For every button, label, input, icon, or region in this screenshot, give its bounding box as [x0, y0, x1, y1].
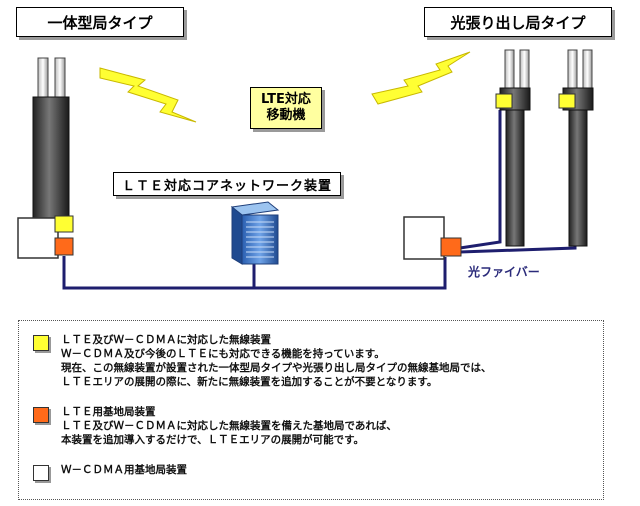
core-network-label: ＬＴＥ対応コアネットワーク装置 [113, 172, 341, 196]
antenna-right-1 [504, 49, 515, 93]
antenna-left-1 [37, 57, 49, 99]
lte-unit-orange-right [440, 237, 462, 257]
network-diagram [17, 49, 594, 290]
legend-line: 本装置を追加導入するだけで、ＬＴＥエリアの展開が可能です。 [61, 434, 365, 446]
pole-right-2-lower [568, 109, 588, 247]
integrated-base-station [17, 57, 74, 259]
legend: ＬＴＥ及びＷ－ＣＤＭＡに対応した無線装置 Ｗ－ＣＤＭＡ及び今後のＬＴＥにも対応で… [18, 320, 604, 500]
cable-lines [62, 256, 447, 290]
pole-left [32, 96, 70, 226]
lte-mobile-device-label: LTE対応 移動機 [250, 87, 322, 129]
remote-base-station [403, 49, 594, 260]
antenna-left-2 [54, 57, 66, 99]
title-integrated-type: 一体型局タイプ [16, 7, 184, 37]
lightning-bolt-right [371, 51, 471, 105]
yellow-swatch [33, 335, 49, 351]
mobile-label-line1: LTE対応 [261, 91, 311, 107]
antenna-right-3 [567, 49, 578, 93]
legend-text-orange: ＬＴＥ用基地局装置 ＬＴＥ及びＷ－ＣＤＭＡに対応した無線装置を備えた基地局であれ… [61, 405, 397, 447]
legend-line: 現在、この無線装置が設置された一体型局タイプや光張り出し局タイプの無線基地局では… [61, 362, 492, 374]
radio-unit-yellow-right-1 [495, 93, 513, 109]
radio-unit-yellow-right-2 [558, 93, 576, 109]
legend-line: Ｗ－ＣＤＭＡ用基地局装置 [61, 464, 187, 476]
orange-swatch [33, 407, 49, 423]
legend-line: Ｗ－ＣＤＭＡ及び今後のＬＴＥにも対応できる機能を持っています。 [61, 348, 385, 360]
legend-item-orange: ＬＴＥ用基地局装置 ＬＴＥ及びＷ－ＣＤＭＡに対応した無線装置を備えた基地局であれ… [33, 405, 397, 447]
optical-fiber-label: 光ファイバー [468, 265, 540, 279]
wcdma-box-left [17, 217, 59, 259]
legend-item-yellow: ＬＴＥ及びＷ－ＣＤＭＡに対応した無線装置 Ｗ－ＣＤＭＡ及び今後のＬＴＥにも対応で… [33, 333, 492, 389]
core-network-server [230, 201, 280, 265]
legend-line: ＬＴＥ及びＷ－ＣＤＭＡに対応した無線装置 [61, 334, 271, 346]
legend-text-yellow: ＬＴＥ及びＷ－ＣＤＭＡに対応した無線装置 Ｗ－ＣＤＭＡ及び今後のＬＴＥにも対応で… [61, 333, 492, 389]
mobile-label-line2: 移動機 [266, 108, 306, 123]
legend-line: ＬＴＥ及びＷ－ＣＤＭＡに対応した無線装置を備えた基地局であれば、 [61, 420, 397, 432]
antenna-right-2 [519, 49, 530, 93]
legend-line: ＬＴＥエリアの展開の際に、新たに無線装置を追加することが不要となります。 [61, 376, 438, 388]
radio-unit-yellow-left [54, 215, 74, 233]
lightning-bolt-left [99, 67, 197, 123]
lte-unit-orange-left [54, 237, 74, 256]
wcdma-box-right [403, 216, 445, 260]
legend-text-white: Ｗ－ＣＤＭＡ用基地局装置 [61, 463, 187, 477]
legend-line: ＬＴＥ用基地局装置 [61, 406, 156, 418]
pole-right-1-lower [505, 109, 525, 247]
antenna-right-4 [582, 49, 593, 93]
title-remote-type: 光張り出し局タイプ [424, 7, 612, 37]
legend-item-white: Ｗ－ＣＤＭＡ用基地局装置 [33, 463, 187, 481]
white-swatch [33, 465, 49, 481]
